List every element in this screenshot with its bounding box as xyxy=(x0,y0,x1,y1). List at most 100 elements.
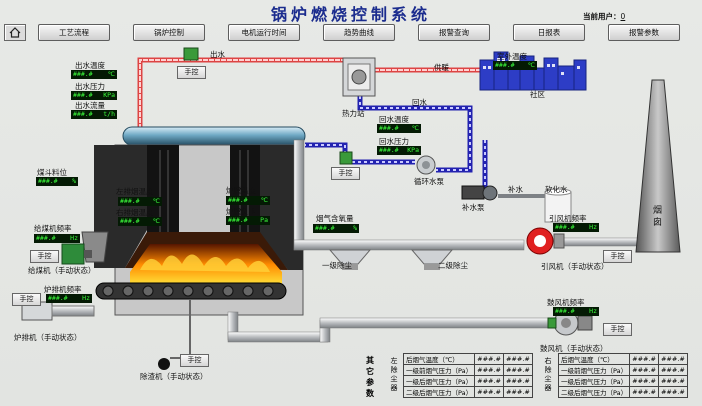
coal-feeder-motor-icon xyxy=(61,243,92,265)
label-furnace-negpress: 炉膛负压 xyxy=(226,207,256,216)
readout-coal-feeder-freq-unit: Hz xyxy=(70,234,78,242)
dust-collector-1 xyxy=(328,249,372,270)
readout-furnace-temp-value: ###.# xyxy=(228,196,248,204)
nav-trend-curve[interactable]: 趋势曲线 xyxy=(323,24,395,41)
grate-motor-icon xyxy=(21,301,95,321)
label-outlet-flow: 出水流量 xyxy=(75,101,105,110)
readout-outlet-pressure: ###.#KPa xyxy=(71,91,117,100)
readout-left-smoke-temp-value: ###.# xyxy=(120,197,140,205)
readout-coal-feeder-freq-value: ###.# xyxy=(36,234,56,242)
readout-fd-fan-freq-value: ###.# xyxy=(555,307,575,315)
readout-outdoor-temp-unit: ℃ xyxy=(527,61,535,69)
nav-boiler-control[interactable]: 锅炉控制 xyxy=(133,24,205,41)
row-label: 一级后烟气压力（Pa） xyxy=(557,375,631,387)
label-coal-level: 煤斗料位 xyxy=(37,168,67,177)
readout-outlet-flow: ###.#t/h xyxy=(71,110,117,119)
return-valve-icon xyxy=(339,151,353,165)
label-return-pressure: 回水压力 xyxy=(379,137,409,146)
nav-process-flow[interactable]: 工艺流程 xyxy=(38,24,110,41)
table-row: 一级前烟气压力（Pa）###.####.# xyxy=(557,364,688,376)
table-row: 一级前烟气压力（Pa）###.####.# xyxy=(402,364,533,376)
cell: ###.# xyxy=(502,353,533,365)
label-outlet-temp: 出水温度 xyxy=(75,61,105,70)
boiler-drum xyxy=(122,126,306,146)
cell: ###.# xyxy=(629,386,659,398)
row-label: 一级前烟气压力（Pa） xyxy=(402,364,476,376)
return-valve-hand-button[interactable]: 手控 xyxy=(331,167,360,180)
cell: ###.# xyxy=(629,364,659,376)
readout-outlet-flow-unit: t/h xyxy=(103,110,115,118)
community-buildings-icon xyxy=(479,51,587,91)
slag-hand-button[interactable]: 手控 xyxy=(180,354,209,367)
readout-outdoor-temp-value: ###.# xyxy=(495,61,515,69)
label-id-fan-state: 引风机（手动状态） xyxy=(541,262,609,271)
readout-return-pressure-value: ###.# xyxy=(379,146,399,154)
heat-station-icon xyxy=(342,57,376,97)
readout-id-fan-freq-value: ###.# xyxy=(555,223,575,231)
nav-daily-report[interactable]: 日报表 xyxy=(513,24,585,41)
left-dust-label: 左除尘器 xyxy=(390,357,398,392)
readout-coal-level-unit: % xyxy=(72,177,76,185)
label-fd-fan-state: 鼓风机（手动状态） xyxy=(540,344,608,353)
slag-remover-icon xyxy=(158,358,170,370)
readout-flue-oxygen-value: ###.# xyxy=(315,224,335,232)
row-label: 后烟气温度（℃） xyxy=(557,353,631,365)
nav-alarm-params[interactable]: 报警参数 xyxy=(608,24,680,41)
readout-left-smoke-temp-unit: ℃ xyxy=(152,197,160,205)
readout-fd-fan-freq: ###.# Hz xyxy=(553,307,599,316)
nav-motor-runtime[interactable]: 电机运行时间 xyxy=(228,24,300,41)
nav-alarm-query[interactable]: 报警查询 xyxy=(418,24,490,41)
coal-feeder-hand-button[interactable]: 手控 xyxy=(30,250,59,263)
label-flue-oxygen: 烟气含氧量 xyxy=(316,214,354,223)
label-circ-pump: 循环水泵 xyxy=(414,177,444,186)
label-return-water: 回水 xyxy=(412,98,427,107)
outlet-valve-hand-button[interactable]: 手控 xyxy=(177,66,206,79)
readout-outlet-temp-unit: ℃ xyxy=(107,70,115,78)
cell: ###.# xyxy=(474,353,504,365)
readout-return-temp-value: ###.# xyxy=(379,124,399,132)
other-params-label: 其它参数 xyxy=(366,356,374,398)
home-button[interactable] xyxy=(4,24,26,41)
readout-furnace-negpress-value: ###.# xyxy=(228,216,248,224)
label-outlet-pressure: 出水压力 xyxy=(75,82,105,91)
label-fd-fan-freq: 鼓风机频率 xyxy=(547,298,585,307)
readout-flue-oxygen: ###.#% xyxy=(313,224,359,233)
table-row: 二级后烟气压力（Pa）###.####.# xyxy=(557,386,688,398)
id-fan-hand-button[interactable]: 手控 xyxy=(603,250,632,263)
label-outdoor-temp: 室外温度 xyxy=(497,52,527,61)
label-community: 社区 xyxy=(530,90,545,99)
label-dust2: 二级除尘 xyxy=(438,261,468,270)
cell: ###.# xyxy=(502,364,533,376)
readout-coal-level-value: ###.# xyxy=(38,177,58,185)
grate-hand-button[interactable]: 手控 xyxy=(12,293,41,306)
readout-outlet-pressure-unit: KPa xyxy=(103,91,115,99)
readout-return-pressure: ###.# KPa xyxy=(377,146,421,155)
label-slag-state: 除渣机（手动状态） xyxy=(140,372,208,381)
cell: ###.# xyxy=(657,353,688,365)
cell: ###.# xyxy=(474,364,504,376)
label-heat-station: 热力站 xyxy=(342,109,365,118)
circulation-pump-icon xyxy=(416,155,436,175)
readout-return-temp-unit: ℃ xyxy=(411,124,419,132)
right-dust-table: 后烟气温度（℃）###.####.# 一级前烟气压力（Pa）###.####.#… xyxy=(557,353,688,398)
induced-fan-icon xyxy=(526,227,565,255)
readout-fd-fan-freq-unit: Hz xyxy=(589,307,597,315)
table-row: 二级后烟气压力（Pa）###.####.# xyxy=(402,386,533,398)
cell: ###.# xyxy=(629,375,659,387)
dust-collector-2 xyxy=(410,249,454,270)
air-supply-pipe xyxy=(227,311,553,343)
label-left-smoke-temp: 左排烟温度 xyxy=(116,187,154,196)
readout-right-smoke-temp-value: ###.# xyxy=(120,217,140,225)
label-id-fan-freq: 引风机频率 xyxy=(549,214,587,223)
readout-return-pressure-unit: KPa xyxy=(407,146,419,154)
fd-fan-hand-button[interactable]: 手控 xyxy=(603,323,632,336)
right-dust-label: 右除尘器 xyxy=(544,357,552,392)
row-label: 二级后烟气压力（Pa） xyxy=(402,386,476,398)
label-makeup-water: 补水 xyxy=(508,185,523,194)
chain-grate xyxy=(95,282,287,300)
readout-grate-freq: ###.#Hz xyxy=(46,294,92,303)
current-user-label: 当前用户： xyxy=(583,12,621,21)
label-chimney: 烟囱 xyxy=(653,206,663,228)
table-row: 一级后烟气压力（Pa）###.####.# xyxy=(402,375,533,387)
